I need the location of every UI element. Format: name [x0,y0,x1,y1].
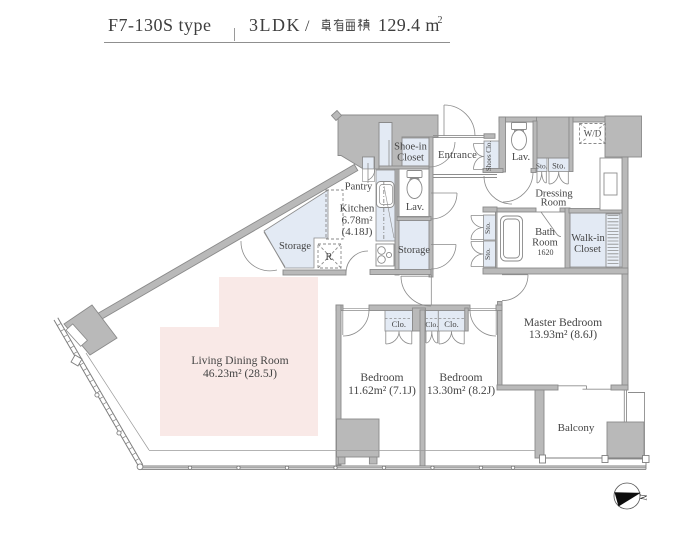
svg-text:Clo.: Clo. [392,319,406,329]
svg-text:Closet: Closet [397,153,424,164]
svg-text:Master Bedroom: Master Bedroom [524,316,602,329]
svg-text:Sto.: Sto. [552,161,565,171]
svg-text:Entrance: Entrance [438,150,477,161]
svg-text:Sto.: Sto. [536,161,548,170]
svg-text:13.30m² (8.2J): 13.30m² (8.2J) [427,384,495,397]
svg-text:Kitchen: Kitchen [340,203,375,215]
svg-text:Shoe-in: Shoe-in [394,142,427,153]
svg-text:Lav.: Lav. [406,202,424,213]
svg-text:R: R [325,252,332,263]
svg-text:N: N [638,493,648,501]
svg-text:Closet: Closet [574,244,601,255]
svg-text:Clo.: Clo. [444,319,458,329]
svg-text:Sto.: Sto. [483,248,492,260]
svg-text:Sto.: Sto. [483,222,492,234]
svg-text:Walk-in: Walk-in [571,233,605,244]
svg-text:Shoes Clo.: Shoes Clo. [485,141,493,172]
svg-text:Bath: Bath [535,227,556,238]
svg-text:W/D: W/D [584,129,602,139]
svg-text:Storage: Storage [398,245,430,256]
svg-text:Storage: Storage [279,241,311,252]
svg-text:46.23m² (28.5J): 46.23m² (28.5J) [203,367,277,380]
svg-text:Pantry: Pantry [345,182,373,193]
svg-text:129.4 m: 129.4 m [378,15,440,35]
svg-text:Dressing: Dressing [535,189,573,200]
svg-text:Bedroom: Bedroom [439,371,482,384]
svg-text:Living Dining Room: Living Dining Room [191,354,288,367]
svg-text:2: 2 [438,15,443,26]
svg-text:F7-130S type: F7-130S type [108,15,212,35]
svg-text:Balcony: Balcony [558,422,595,434]
svg-text:13.93m² (8.6J): 13.93m² (8.6J) [529,328,597,341]
svg-text:Bedroom: Bedroom [360,371,403,384]
svg-text:6.78m²: 6.78m² [341,215,373,227]
svg-text:Lav.: Lav. [512,152,530,163]
svg-text:1620: 1620 [538,248,554,257]
svg-text:3LDK: 3LDK [249,15,301,35]
svg-text:(4.18J): (4.18J) [342,226,373,238]
svg-text:Room: Room [541,198,567,209]
svg-text:11.62m² (7.1J): 11.62m² (7.1J) [348,384,416,397]
svg-text:Room: Room [532,238,558,249]
svg-text:/: / [305,18,310,35]
svg-text:Clo.: Clo. [425,320,438,329]
